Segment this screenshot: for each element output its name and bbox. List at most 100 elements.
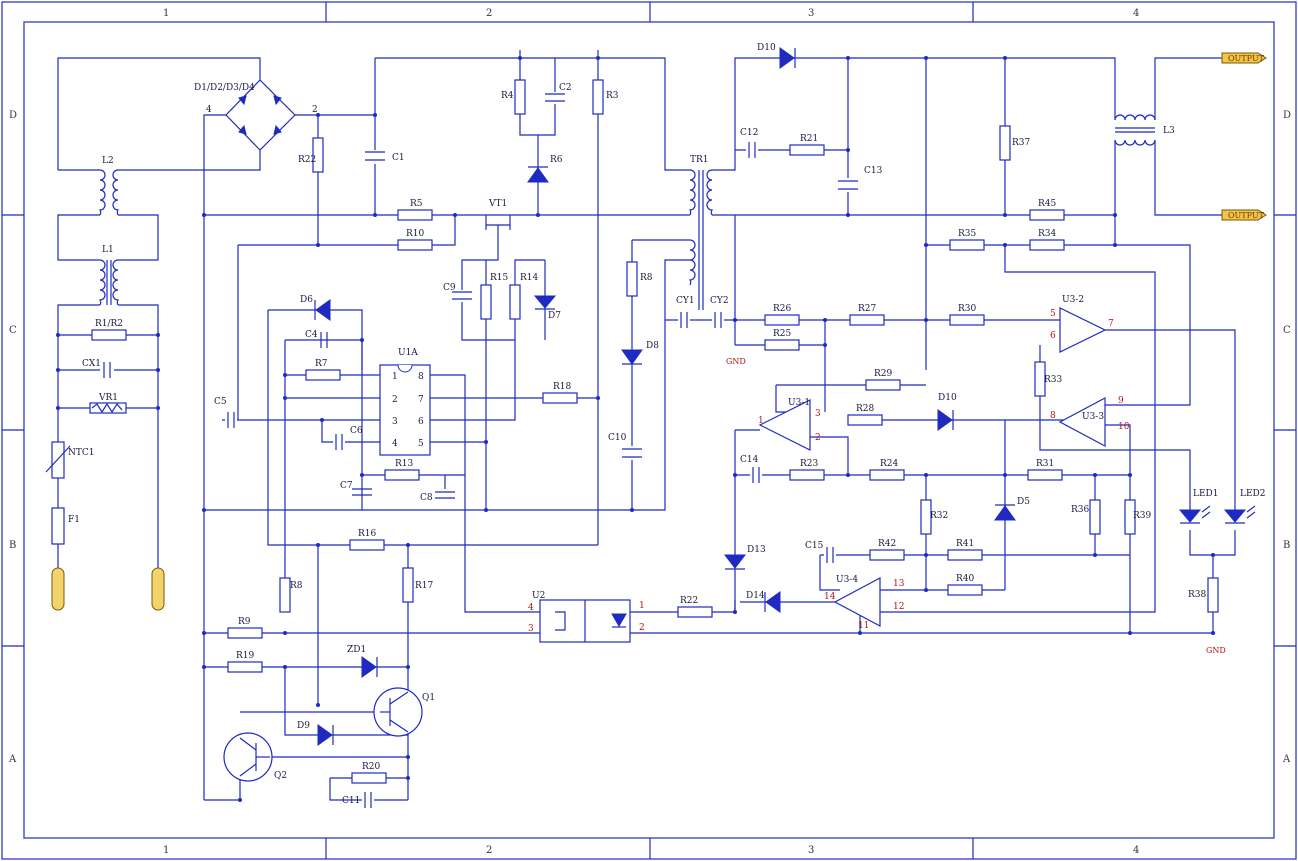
input-terminal-left[interactable] — [51, 567, 65, 611]
resistor-R19 — [227, 661, 263, 673]
resistor-R24 — [869, 469, 905, 481]
label-R19: R19 — [236, 651, 255, 661]
label-VT1: VT1 — [488, 199, 507, 209]
label-LED1: LED1 — [1193, 489, 1219, 499]
resistor-R31 — [1027, 469, 1063, 481]
resistor-R20 — [351, 772, 387, 784]
pin-u2-1: 1 — [639, 601, 645, 611]
capacitor-CY2 — [712, 312, 724, 328]
diode-D10-mid — [937, 409, 954, 431]
capacitor-C2 — [545, 92, 565, 104]
label-R9: R9 — [238, 617, 251, 627]
led-LED2 — [1223, 505, 1256, 524]
label-R29: R29 — [874, 369, 893, 379]
diode-D5-top — [527, 166, 549, 183]
capacitor-C12 — [746, 142, 758, 158]
row-label-left-a: A — [8, 754, 17, 765]
label-F1: F1 — [68, 515, 80, 525]
diode-D5-right — [994, 504, 1016, 521]
label-R8: R8 — [640, 273, 653, 283]
capacitor-C8 — [435, 489, 455, 501]
label-R4: R4 — [501, 91, 514, 101]
label-C9: C9 — [443, 283, 456, 293]
label-CX1: CX1 — [82, 359, 101, 369]
resistor-R15 — [480, 284, 492, 320]
pin-u32-7: 7 — [1108, 319, 1114, 329]
diode-D8 — [621, 349, 643, 365]
label-D13: D13 — [747, 545, 766, 555]
resistor-R27 — [849, 314, 885, 326]
label-R18: R18 — [553, 382, 572, 392]
label-R45: R45 — [1038, 199, 1057, 209]
resistor-R4 — [514, 79, 526, 115]
diode-D13 — [723, 554, 747, 570]
label-R22-right: R22 — [680, 596, 698, 606]
label-TR1: TR1 — [690, 155, 709, 165]
label-R42: R42 — [878, 539, 896, 549]
label-R32: R32 — [930, 511, 948, 521]
label-D7: D7 — [548, 311, 561, 321]
inductor-L3 — [1114, 114, 1156, 146]
label-C15: C15 — [805, 541, 824, 551]
resistor-R17 — [402, 567, 414, 603]
label-U3-4: U3-4 — [836, 575, 858, 585]
capacitor-C10 — [622, 446, 642, 460]
capacitor-C15 — [824, 547, 836, 563]
input-terminal-right[interactable] — [151, 567, 165, 611]
capacitor-CY1 — [678, 312, 690, 328]
col-label-bottom-2: 2 — [486, 845, 492, 856]
resistor-R28 — [847, 414, 883, 426]
resistor-R40 — [947, 584, 983, 596]
resistor-R35 — [949, 239, 985, 251]
output-terminal-top[interactable] — [1221, 52, 1267, 64]
label-R1R2: R1/R2 — [95, 319, 123, 329]
pin-numbers: 1 2 3 4 8 7 6 5 4 3 1 2 1 3 2 5 6 7 8 9 … — [392, 309, 1130, 634]
pin-u33-10: 10 — [1118, 422, 1130, 432]
resistor-R34 — [1029, 239, 1065, 251]
label-R16: R16 — [358, 529, 377, 539]
thermistor-NTC1 — [45, 441, 71, 479]
label-R13: R13 — [395, 459, 414, 469]
pin-u1-4: 4 — [392, 439, 398, 449]
label-GND-mid: GND — [726, 357, 746, 366]
zener-ZD1 — [361, 656, 378, 678]
label-R22-left: R22 — [298, 155, 316, 165]
pin-u1-6: 6 — [418, 417, 424, 427]
label-Q2: Q2 — [274, 771, 287, 781]
opamp-U3-1 — [758, 399, 811, 451]
pin-u34-13: 13 — [893, 579, 905, 589]
label-CY2: CY2 — [710, 296, 729, 306]
resistor-R10 — [397, 239, 433, 251]
resistor-R18 — [542, 392, 578, 404]
grid-labels: 1 2 3 4 1 2 3 4 D C B A D C B A — [8, 8, 1291, 856]
varistor-VR1 — [89, 402, 127, 414]
pin-u31-2: 2 — [815, 433, 821, 443]
label-R28: R28 — [856, 404, 875, 414]
label-VR1: VR1 — [98, 393, 118, 403]
capacitor-C9 — [452, 290, 472, 302]
label-CY1: CY1 — [676, 296, 695, 306]
label-C8: C8 — [420, 493, 433, 503]
resistor-R13 — [384, 469, 420, 481]
opamp-U3-2 — [1059, 307, 1107, 353]
output-terminal-bottom[interactable] — [1221, 209, 1267, 221]
resistor-R8-bottom — [279, 577, 291, 613]
label-GND-right: GND — [1206, 646, 1226, 655]
resistor-R5 — [397, 209, 433, 221]
col-label-bottom-1: 1 — [163, 845, 169, 856]
ic-U1A — [379, 364, 431, 456]
label-C2: C2 — [559, 83, 572, 93]
resistor-R8 — [626, 261, 638, 297]
col-label-top-4: 4 — [1133, 8, 1139, 19]
label-LED2: LED2 — [1240, 489, 1266, 499]
label-U2: U2 — [532, 591, 545, 601]
label-C5: C5 — [214, 397, 227, 407]
transformer-TR1 — [688, 169, 714, 310]
resistor-R26 — [764, 314, 800, 326]
label-ZD1: ZD1 — [347, 645, 366, 655]
label-D9: D9 — [297, 721, 310, 731]
resistor-R25 — [764, 339, 800, 351]
resistor-R41 — [947, 549, 983, 561]
capacitor-CX1 — [100, 362, 114, 378]
